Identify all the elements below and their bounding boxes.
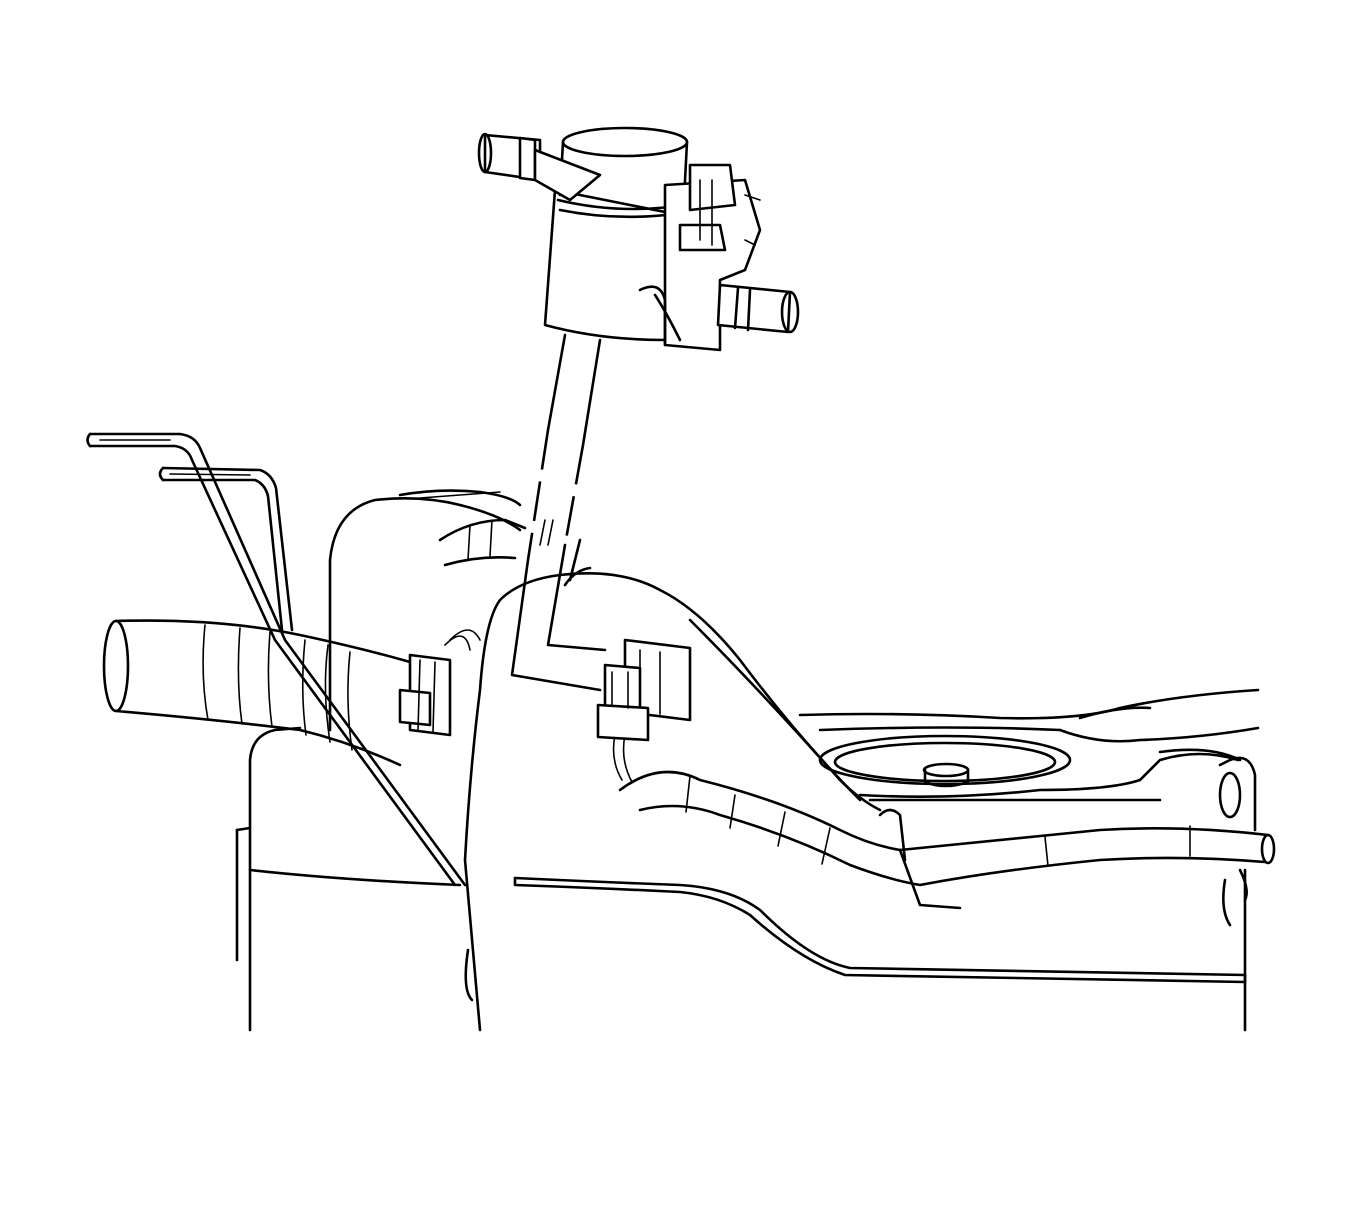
electrical-connector-lower [596, 638, 692, 742]
fuel-tank [235, 489, 1260, 1032]
filler-hose [102, 619, 422, 767]
fuel-pump-module-opening [818, 734, 1240, 802]
electrical-connector-upper [398, 629, 481, 737]
exploded-view-leader-lines [510, 333, 607, 692]
evap-canister-vent-solenoid [477, 126, 800, 352]
wiring-harness [438, 518, 1276, 910]
mounting-bracket [86, 432, 467, 887]
vent-hose [563, 538, 592, 587]
